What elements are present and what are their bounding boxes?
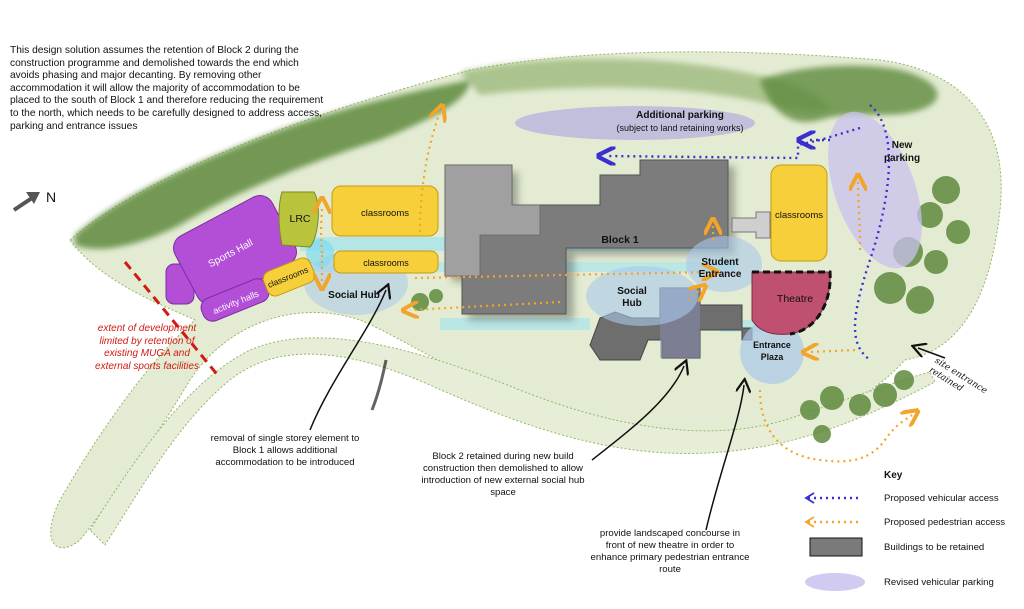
social-hub-centre-label-1: Social bbox=[617, 286, 647, 297]
pedestrian-route-east bbox=[858, 182, 860, 251]
classrooms-d-label: classrooms bbox=[775, 210, 823, 221]
classrooms-a-label: classrooms bbox=[361, 208, 409, 219]
pedestrian-route-plaza bbox=[810, 350, 856, 352]
intro-text: This design solution assumes the retenti… bbox=[10, 45, 324, 132]
new-parking-zone bbox=[828, 111, 922, 269]
sports-hall bbox=[165, 195, 297, 305]
entrance-plaza-label-2: Plaza bbox=[761, 352, 784, 362]
pedestrian-route-loop bbox=[758, 389, 912, 463]
key-pedestrian-arrow-icon bbox=[804, 516, 815, 528]
key-buildings-symbol bbox=[809, 537, 863, 557]
classrooms-d bbox=[770, 164, 828, 262]
pedestrian-route-social bbox=[410, 302, 561, 310]
theatre-dashed-edge bbox=[752, 270, 832, 336]
social-hub-west-label: Social Hub bbox=[328, 290, 380, 301]
entrance-plaza-label-1: Entrance bbox=[753, 340, 791, 350]
additional-parking-label: Additional parking bbox=[636, 110, 724, 121]
new-parking-label-1: New bbox=[892, 140, 913, 151]
hub-node bbox=[306, 239, 334, 267]
development-limit-note: extent of development limited by retenti… bbox=[95, 323, 199, 372]
tree-belt-north bbox=[460, 58, 830, 112]
lrc-label: LRC bbox=[289, 213, 310, 225]
brush-stroke bbox=[370, 359, 388, 411]
leader-site-entrance bbox=[918, 348, 946, 359]
key-parking-label: Revised vehicular parking bbox=[884, 577, 994, 588]
lower-landscape-band bbox=[89, 337, 936, 546]
north-arrow-icon bbox=[12, 192, 40, 212]
theatre-label: Theatre bbox=[777, 293, 813, 305]
tree-belt-west bbox=[75, 80, 470, 249]
additional-parking-zone bbox=[515, 106, 755, 140]
block-1-label: Block 1 bbox=[601, 234, 639, 246]
pedestrian-route-hub bbox=[687, 290, 700, 300]
key-vehicular-arrow-icon bbox=[804, 492, 815, 504]
key-parking-symbol bbox=[805, 573, 865, 591]
leader-block2 bbox=[591, 366, 684, 461]
entrance-plaza-area bbox=[740, 320, 804, 384]
social-hub-centre-area bbox=[586, 266, 698, 326]
key-symbols bbox=[804, 492, 865, 591]
classrooms-a bbox=[331, 185, 439, 237]
concourse-note: provide landscaped concourse in front of… bbox=[590, 528, 750, 575]
leader-single-storey bbox=[309, 290, 386, 431]
block-2-note: Block 2 retained during new build constr… bbox=[421, 451, 585, 498]
additional-parking-sublabel: (subject to land retaining works) bbox=[616, 123, 743, 133]
leader-concourse bbox=[705, 385, 744, 531]
social-hub-centre-label-2: Hub bbox=[622, 298, 641, 309]
student-entrance-label-2: Entrance bbox=[699, 269, 742, 280]
key-pedestrian-label: Proposed pedestrian access bbox=[884, 517, 1006, 528]
classrooms-b bbox=[333, 250, 439, 274]
classrooms-b-label: classrooms bbox=[363, 258, 409, 268]
key-vehicular-label: Proposed vehicular access bbox=[884, 493, 999, 504]
north-label: N bbox=[46, 189, 56, 205]
block-1-light-wing bbox=[444, 164, 541, 277]
development-limit-line bbox=[123, 261, 222, 379]
key-title: Key bbox=[884, 470, 903, 481]
block-1-annex bbox=[731, 211, 771, 239]
new-parking-label-2: parking bbox=[884, 153, 920, 164]
block-1 bbox=[444, 159, 729, 315]
tree-belt-northeast bbox=[760, 65, 938, 122]
key-buildings-label: Buildings to be retained bbox=[884, 542, 985, 553]
link-concourse bbox=[440, 318, 590, 330]
pedestrian-route-spine bbox=[414, 272, 710, 278]
classrooms-c bbox=[262, 257, 316, 297]
single-storey-note: removal of single storey element to Bloc… bbox=[210, 433, 360, 468]
student-entrance-label-1: Student bbox=[701, 257, 739, 268]
